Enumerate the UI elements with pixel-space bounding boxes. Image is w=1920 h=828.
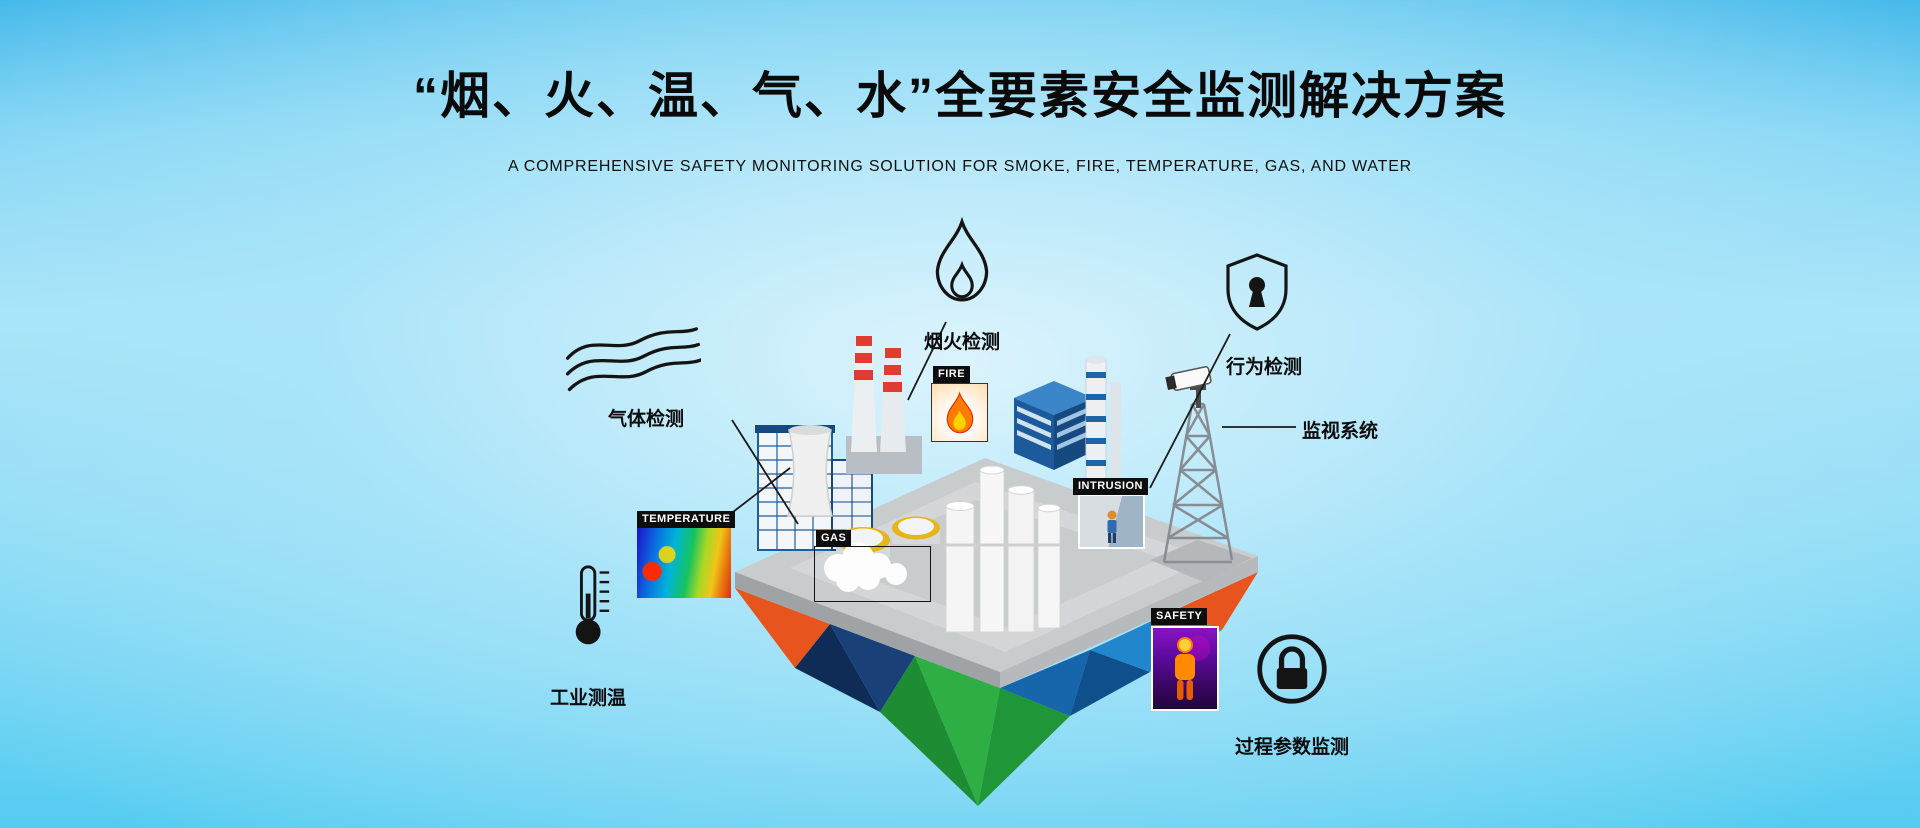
gas-cloud bbox=[824, 542, 907, 592]
intrusion-sample-box bbox=[1078, 494, 1145, 549]
callout-smoke-fire-label: 烟火检测 bbox=[923, 332, 1001, 353]
flame-icon bbox=[935, 216, 989, 302]
thermal-person-silhouette bbox=[1175, 636, 1195, 700]
padlock-circle-icon bbox=[1257, 634, 1327, 704]
island-underside-facets bbox=[735, 572, 1258, 806]
gas-sample-box bbox=[814, 546, 931, 602]
striped-chimneys bbox=[846, 336, 922, 474]
tag-safety: SAFETY bbox=[1151, 608, 1208, 625]
callout-surveillance-label: 监视系统 bbox=[1302, 421, 1379, 442]
fire-sample-image bbox=[931, 383, 988, 442]
cctv-camera bbox=[1165, 366, 1212, 408]
tag-intrusion: INTRUSION bbox=[1073, 478, 1148, 495]
silo-columns bbox=[945, 465, 1061, 633]
blue-office-building bbox=[1014, 381, 1094, 470]
callout-gas-label: 气体检测 bbox=[607, 409, 685, 430]
callout-temperature-label: 工业测温 bbox=[549, 688, 627, 709]
callout-process-label: 过程参数监测 bbox=[1234, 737, 1350, 758]
thermometer-icon bbox=[575, 565, 610, 645]
callout-behavior-label: 行为检测 bbox=[1225, 357, 1303, 378]
shield-keyhole-icon bbox=[1226, 253, 1288, 331]
connector-lines bbox=[731, 321, 1296, 525]
page-title: “烟、火、温、气、水”全要素安全监测解决方案 bbox=[413, 68, 1507, 124]
page-subtitle: A COMPREHENSIVE SAFETY MONITORING SOLUTI… bbox=[507, 158, 1413, 175]
gas-waves-icon bbox=[565, 327, 701, 392]
tag-gas: GAS bbox=[816, 530, 852, 547]
tag-temperature: TEMPERATURE bbox=[637, 511, 736, 528]
worker-figure bbox=[1107, 510, 1116, 543]
fire-sample-flame bbox=[946, 390, 973, 433]
temperature-thermal-image bbox=[637, 528, 731, 598]
safety-thermal-image bbox=[1151, 626, 1219, 711]
tag-fire: FIRE bbox=[933, 366, 971, 383]
lattice-tower bbox=[1162, 402, 1234, 564]
distillation-columns bbox=[1080, 356, 1126, 494]
cooling-tower bbox=[787, 425, 833, 517]
